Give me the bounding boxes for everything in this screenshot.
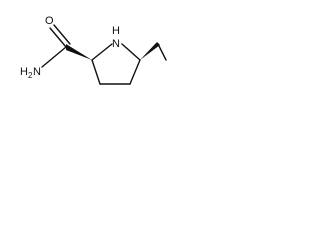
ring-nitrogen-n-label: N	[112, 38, 120, 50]
ring-bond-n1-c5	[121, 43, 141, 61]
amide-nitrogen-subscript: 2	[28, 71, 33, 80]
ethyl-bond	[157, 43, 167, 61]
carbonyl-oxygen-label: O	[45, 15, 54, 27]
molecule-structure: O H 2 N H N	[20, 15, 167, 85]
ring-bond-c5-c4	[129, 59, 141, 85]
amide-nitrogen-h-label: H	[20, 66, 28, 78]
amide-nitrogen-n-label: N	[33, 66, 41, 78]
ring-nitrogen-h-label: H	[112, 25, 120, 37]
carbonyl-bond-2	[53, 24, 71, 45]
carbonyl-bond-1	[49, 27, 67, 48]
ring-bond-c3-c2	[91, 59, 101, 85]
wedge-bond-c5-ethyl	[140, 42, 160, 60]
wedge-bond-c2-carbonyl	[66, 44, 92, 60]
amide-cn-bond	[41, 46, 67, 68]
ring-bond-c2-n1	[91, 43, 113, 61]
